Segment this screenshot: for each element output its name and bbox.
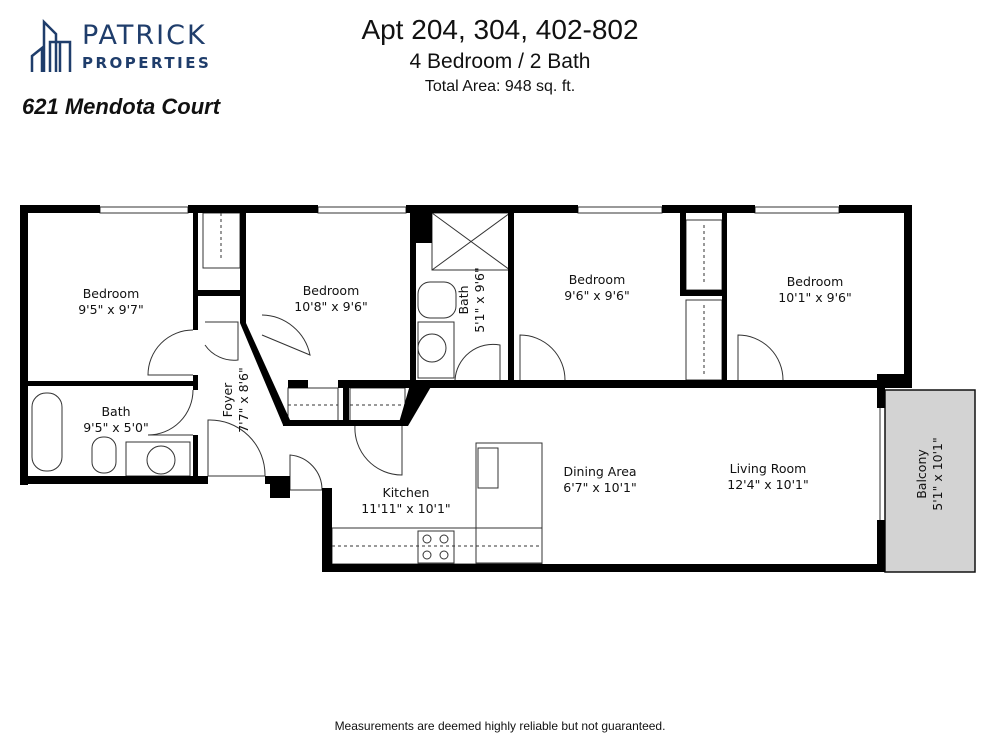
room-name: Foyer xyxy=(220,382,235,417)
room-kitchen: Kitchen 11'11" x 10'1" xyxy=(361,485,450,516)
brand-subtitle: PROPERTIES xyxy=(82,54,212,72)
room-size: 6'7" x 10'1" xyxy=(563,480,636,495)
room-bath-1: Bath 9'5" x 5'0" xyxy=(83,404,149,435)
room-bedroom-4: Bedroom 10'1" x 9'6" xyxy=(778,274,851,305)
room-name: Bath xyxy=(101,404,130,419)
balcony-area xyxy=(884,389,976,573)
room-bath-2: Bath 5'1" x 9'6" xyxy=(456,267,487,333)
address: 621 Mendota Court xyxy=(22,94,221,119)
room-name: Kitchen xyxy=(383,485,430,500)
room-size: 7'7" x 8'6" xyxy=(236,367,251,433)
room-name: Bedroom xyxy=(83,286,140,301)
room-bedroom-3: Bedroom 9'6" x 9'6" xyxy=(564,272,630,303)
room-name: Living Room xyxy=(730,461,807,476)
room-foyer: Foyer 7'7" x 8'6" xyxy=(220,367,251,433)
room-size: 12'4" x 10'1" xyxy=(727,477,808,492)
total-area: Total Area: 948 sq. ft. xyxy=(424,78,576,95)
disclaimer: Measurements are deemed highly reliable … xyxy=(334,719,666,733)
room-balcony: Balcony 5'1" x 10'1" xyxy=(914,437,945,510)
room-size: 5'1" x 10'1" xyxy=(930,437,945,510)
room-name: Bedroom xyxy=(569,272,626,287)
logo-building-icon xyxy=(30,18,72,72)
room-name: Dining Area xyxy=(563,464,636,479)
room-size: 10'1" x 9'6" xyxy=(778,290,851,305)
units-title: Apt 204, 304, 402-802 xyxy=(361,14,639,45)
room-dining-area: Dining Area 6'7" x 10'1" xyxy=(563,464,636,495)
brand-name: PATRICK xyxy=(82,20,207,51)
room-living-room: Living Room 12'4" x 10'1" xyxy=(727,461,808,492)
room-name: Bath xyxy=(456,285,471,314)
room-size: 9'6" x 9'6" xyxy=(564,288,630,303)
room-size: 10'8" x 9'6" xyxy=(294,299,367,314)
room-bedroom-2: Bedroom 10'8" x 9'6" xyxy=(294,283,367,314)
room-size: 11'11" x 10'1" xyxy=(361,501,450,516)
layout-subtitle: 4 Bedroom / 2 Bath xyxy=(409,50,591,73)
room-bedroom-1: Bedroom 9'5" x 9'7" xyxy=(78,286,144,317)
room-name: Balcony xyxy=(914,449,929,499)
room-size: 9'5" x 9'7" xyxy=(78,302,144,317)
room-size: 5'1" x 9'6" xyxy=(472,267,487,333)
room-size: 9'5" x 5'0" xyxy=(83,420,149,435)
walls xyxy=(20,205,912,572)
room-name: Bedroom xyxy=(787,274,844,289)
room-name: Bedroom xyxy=(303,283,360,298)
